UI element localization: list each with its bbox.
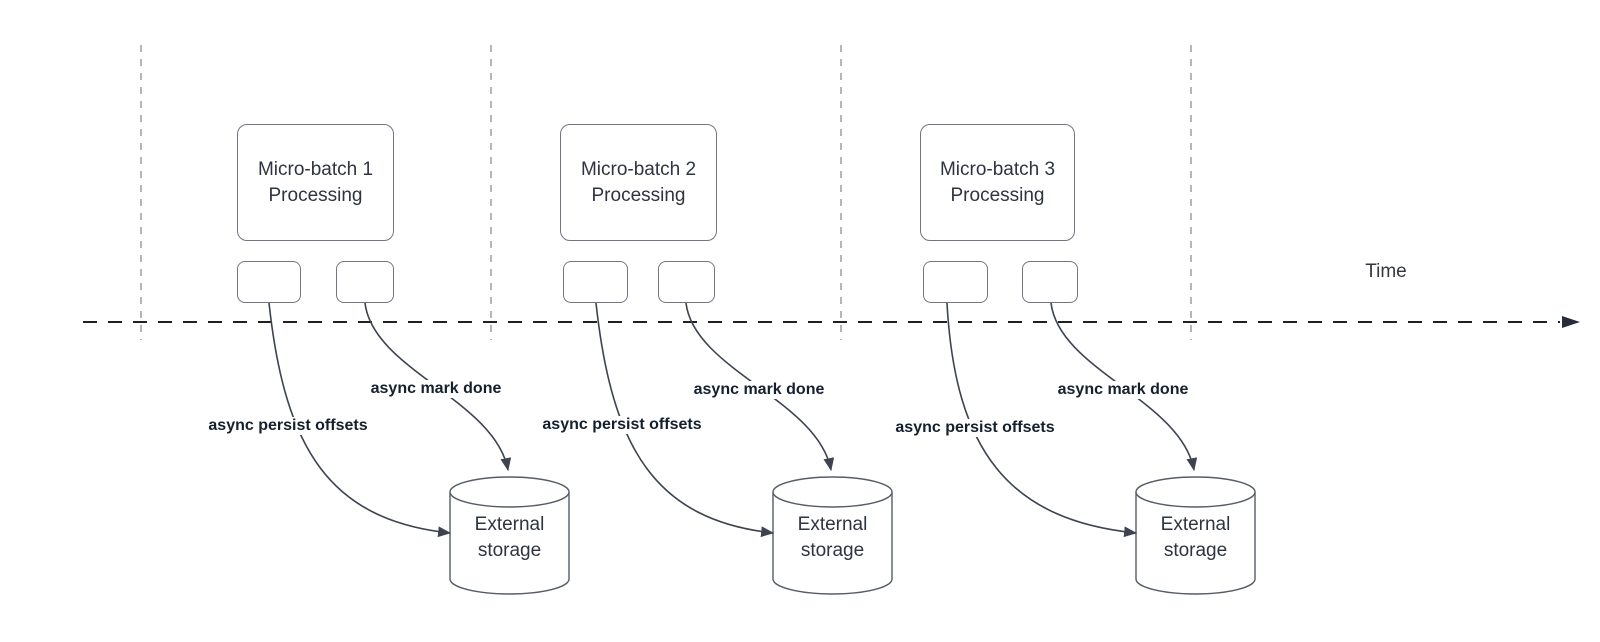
micro-batch-2-title: Micro-batch 2 Processing xyxy=(580,158,697,206)
persist-offsets-label-1: async persist offsets xyxy=(205,417,371,435)
micro-batch-1-title: Micro-batch 1 Processing xyxy=(257,158,374,206)
micro-batch-2-processing-box: Micro-batch 2 Processing xyxy=(560,124,717,241)
storage-cylinder-3 xyxy=(1135,476,1256,595)
micro-batch-3-title: Micro-batch 3 Processing xyxy=(939,158,1056,206)
external-storage-label-3: External storage xyxy=(1160,514,1231,561)
time-axis-label: Time xyxy=(1365,261,1407,282)
persist-offsets-arrow-1 xyxy=(268,302,452,538)
storage-cylinder-2 xyxy=(772,476,893,595)
mark-done-label-1: async mark done xyxy=(367,380,505,398)
external-storage-label-2: External storage xyxy=(797,514,868,561)
micro-batch-2-offset-task-box xyxy=(563,261,628,303)
micro-batch-1-processing-box: Micro-batch 1 Processing xyxy=(237,124,394,241)
micro-batch-1-done-task-box xyxy=(336,261,394,303)
micro-batch-3-processing-box: Micro-batch 3 Processing xyxy=(920,124,1075,241)
time-axis-arrowhead-icon xyxy=(1562,316,1580,328)
mark-done-label-3: async mark done xyxy=(1054,381,1192,399)
persist-offsets-arrow-2 xyxy=(595,302,775,538)
micro-batch-3-done-task-box xyxy=(1022,261,1078,303)
micro-batch-2-done-task-box xyxy=(658,261,715,303)
external-storage-label-1: External storage xyxy=(474,514,545,561)
persist-offsets-label-2: async persist offsets xyxy=(539,416,705,434)
micro-batch-1-offset-task-box xyxy=(237,261,301,303)
micro-batch-3-offset-task-box xyxy=(923,261,988,303)
persist-offsets-arrow-3 xyxy=(946,302,1138,538)
storage-cylinder-1 xyxy=(449,476,570,595)
persist-offsets-label-3: async persist offsets xyxy=(892,419,1058,437)
mark-done-label-2: async mark done xyxy=(690,381,828,399)
